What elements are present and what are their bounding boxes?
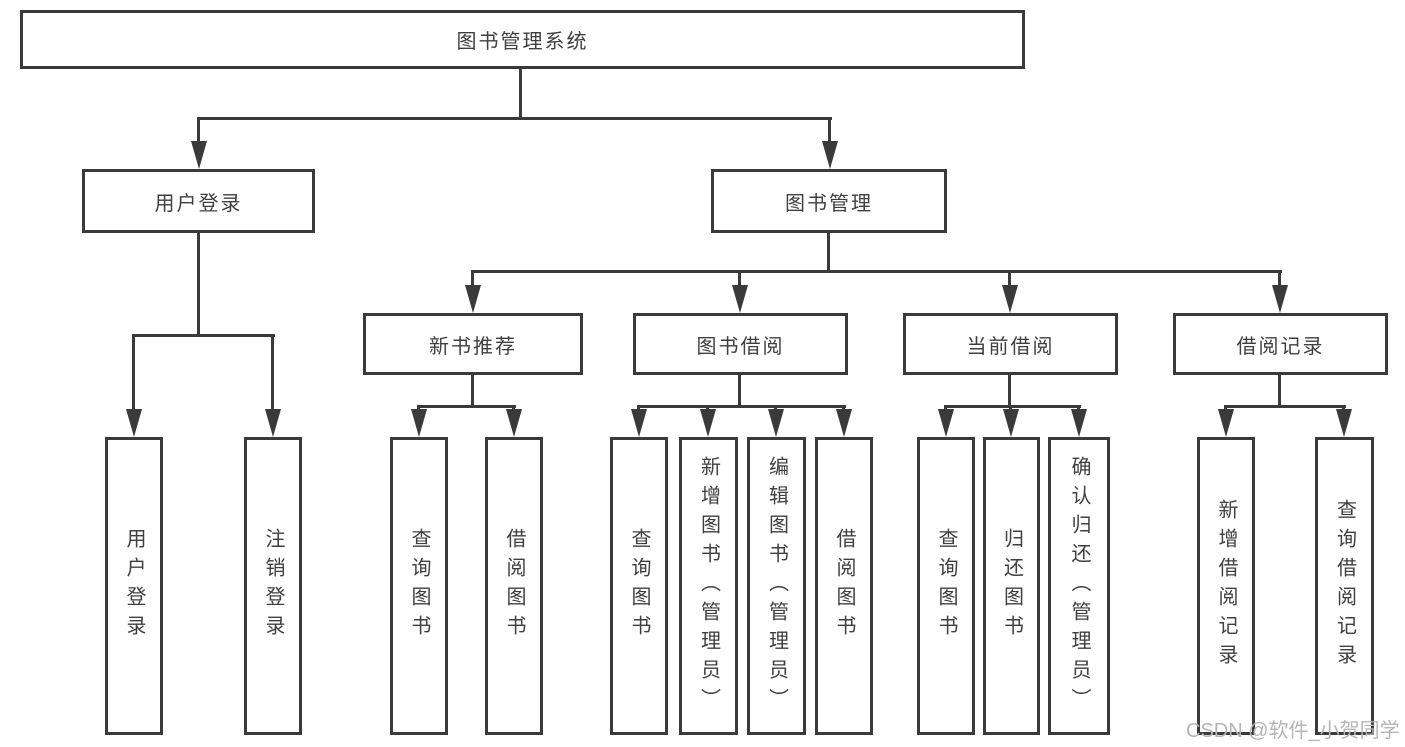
node-borrow-records-label: 借阅记录 [1236,335,1325,358]
arrowhead-down-icon [126,409,142,437]
leaf-recommend-query-book: 查询图书 [390,437,448,735]
connector-line [738,270,741,290]
leaf-logout: 注销登录 [244,437,302,735]
arrowhead-down-icon [938,409,954,437]
arrowhead-down-icon [732,285,748,313]
leaf-add-book-admin-label: 新增图书（管理员） [697,455,720,717]
connector-line [827,231,830,273]
node-book-management-label: 图书管理 [785,192,873,215]
leaf-edit-book-admin: 编辑图书（管理员） [747,437,806,735]
node-book-borrow: 图书借阅 [633,313,848,375]
connector-line [197,231,200,337]
arrowhead-down-icon [465,285,481,313]
connector-line [197,117,200,153]
arrowhead-down-icon [411,409,427,437]
leaf-query-borrow-record: 查询借阅记录 [1315,437,1374,735]
node-library-system: 图书管理系统 [20,10,1025,69]
arrowhead-down-icon [836,409,852,437]
node-new-book-recommend: 新书推荐 [363,313,583,375]
leaf-user-login-label: 用户登录 [123,528,145,644]
arrowhead-down-icon [1218,409,1234,437]
connector-line [132,334,275,337]
leaf-return-book-label: 归还图书 [1000,528,1023,644]
node-library-system-label: 图书管理系统 [456,31,589,53]
connector-line [828,117,831,153]
arrowhead-down-icon [700,409,716,437]
leaf-add-borrow-record: 新增借阅记录 [1197,437,1255,735]
node-current-borrow: 当前借阅 [903,313,1118,375]
arrowhead-down-icon [768,409,784,437]
leaf-borrow-query-book: 查询图书 [610,437,668,735]
connector-line [1008,270,1011,290]
arrowhead-down-icon [191,141,207,169]
node-borrow-records: 借阅记录 [1173,313,1388,375]
leaf-borrow-query-book-label: 查询图书 [628,528,650,644]
leaf-current-query-book: 查询图书 [917,437,975,735]
arrowhead-down-icon [1003,409,1019,437]
leaf-edit-book-admin-label: 编辑图书（管理员） [765,455,788,717]
arrowhead-down-icon [1272,285,1288,313]
connector-line [471,373,474,407]
arrowhead-down-icon [822,141,838,169]
connector-line [271,334,274,414]
leaf-borrow-book-label: 借阅图书 [833,528,855,644]
leaf-add-borrow-record-label: 新增借阅记录 [1215,499,1237,673]
arrowhead-down-icon [506,409,522,437]
leaf-recommend-borrow-book: 借阅图书 [485,437,543,735]
arrowhead-down-icon [265,409,281,437]
connector-line [417,405,516,408]
connector-line [1278,270,1281,290]
leaf-add-book-admin: 新增图书（管理员） [679,437,738,735]
arrowhead-down-icon [1071,409,1087,437]
connector-line [1278,373,1281,407]
leaf-user-login: 用户登录 [105,437,163,735]
connector-line [471,270,474,290]
node-book-management: 图书管理 [711,169,947,233]
connector-line [132,334,135,414]
arrowhead-down-icon [1336,409,1352,437]
connector-line [1008,373,1011,407]
connector-line [198,117,832,120]
leaf-confirm-return-admin: 确认归还（管理员） [1048,437,1110,735]
connector-line [519,67,522,119]
leaf-recommend-query-book-label: 查询图书 [408,528,430,644]
connector-line [471,270,1282,273]
node-new-book-recommend-label: 新书推荐 [429,335,517,358]
connector-line [738,373,741,407]
leaf-return-book: 归还图书 [983,437,1040,735]
arrowhead-down-icon [631,409,647,437]
leaf-recommend-borrow-book-label: 借阅图书 [503,528,525,644]
leaf-query-borrow-record-label: 查询借阅记录 [1333,499,1356,673]
leaf-logout-label: 注销登录 [262,528,284,644]
connector-line [637,405,846,408]
leaf-current-query-book-label: 查询图书 [935,528,957,644]
leaf-borrow-book: 借阅图书 [815,437,873,735]
arrowhead-down-icon [1002,285,1018,313]
csdn-watermark: CSDN @软件_小贺同学 [1186,720,1400,742]
node-user-login: 用户登录 [82,169,315,233]
leaf-confirm-return-admin-label: 确认归还（管理员） [1068,455,1090,717]
connector-line [944,405,1081,408]
connector-line [1224,405,1346,408]
node-user-login-label: 用户登录 [154,192,243,215]
node-book-borrow-label: 图书借阅 [696,335,785,358]
node-current-borrow-label: 当前借阅 [966,335,1055,358]
